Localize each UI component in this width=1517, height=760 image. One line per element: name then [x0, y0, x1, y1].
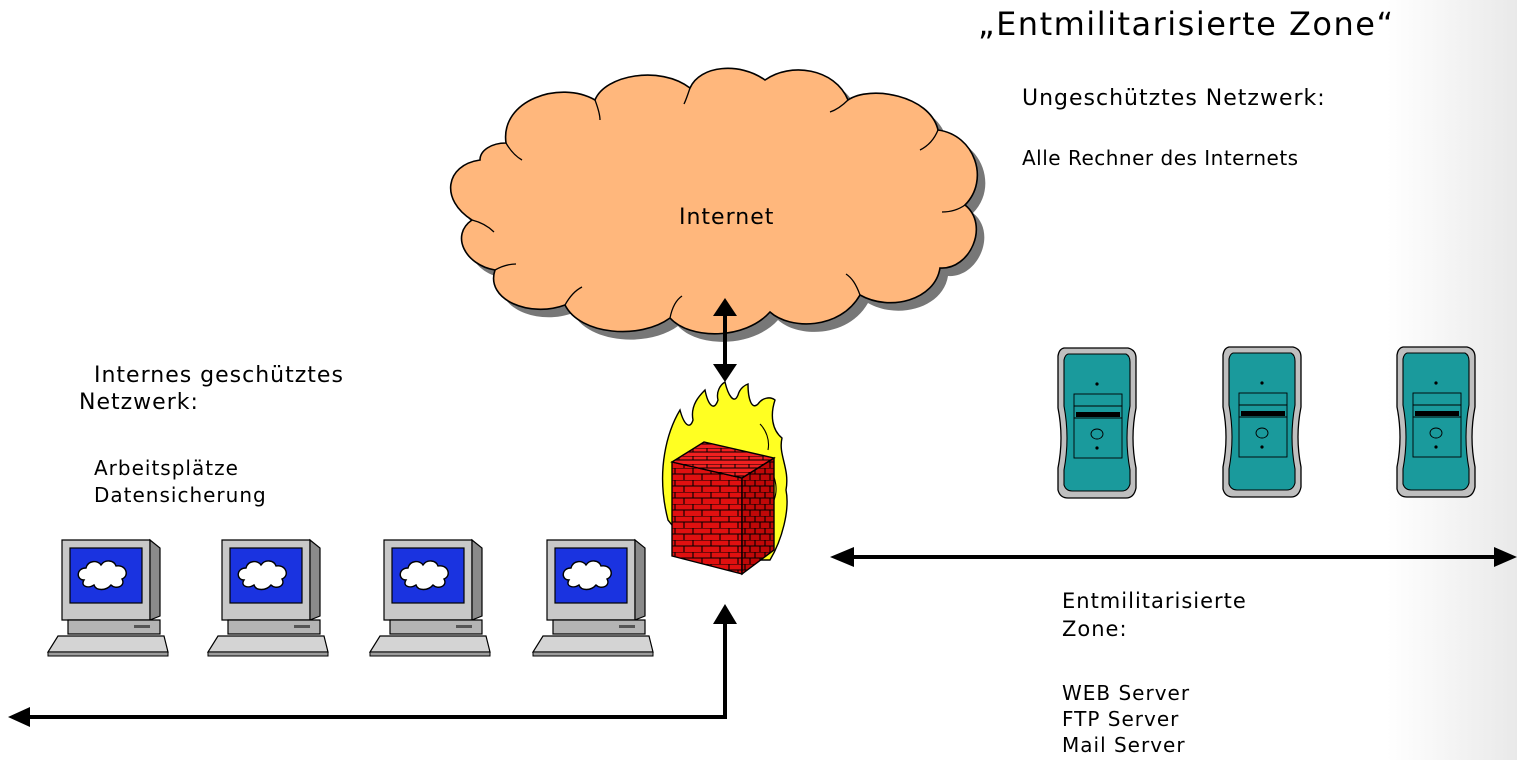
internal-heading-line2: Netzwerk: [79, 390, 199, 415]
cloud-icon [449, 67, 986, 342]
internal-heading-line1: Internes geschütztes [94, 363, 344, 388]
internal-network-items: Arbeitsplätze Datensicherung [94, 455, 267, 509]
dmz-server-list: WEB Server FTP Server Mail Server [1062, 680, 1190, 758]
diagram-title: „Entmilitarisierte Zone“ [978, 5, 1395, 43]
workstation-icon [532, 539, 654, 657]
internet-cloud-label: Internet [679, 205, 775, 230]
unprotected-network-heading: Ungeschütztes Netzwerk: [1022, 86, 1326, 111]
dmz-item: FTP Server [1062, 707, 1180, 731]
unprotected-network-description: Alle Rechner des Internets [1022, 146, 1299, 170]
firewall-icon [661, 380, 788, 576]
server-icon [1396, 346, 1476, 498]
internal-network-heading: Internes geschütztes Netzwerk: [79, 362, 344, 416]
workstation-icon [47, 539, 169, 657]
dmz-item: Mail Server [1062, 733, 1186, 757]
server-icon [1222, 346, 1302, 498]
server-icon [1057, 347, 1137, 499]
internal-item: Arbeitsplätze [94, 456, 239, 480]
dmz-item: WEB Server [1062, 681, 1191, 705]
internet-firewall-arrow [713, 298, 737, 382]
internal-network-line [8, 604, 737, 727]
internal-item: Datensicherung [94, 483, 267, 507]
workstation-icon [369, 539, 491, 657]
workstation-icon [207, 539, 329, 657]
dmz-network-line [830, 547, 1517, 567]
dmz-heading-line2: Zone: [1062, 617, 1128, 641]
dmz-heading: Entmilitarisierte Zone: [1062, 587, 1247, 643]
dmz-heading-line1: Entmilitarisierte [1062, 589, 1247, 613]
